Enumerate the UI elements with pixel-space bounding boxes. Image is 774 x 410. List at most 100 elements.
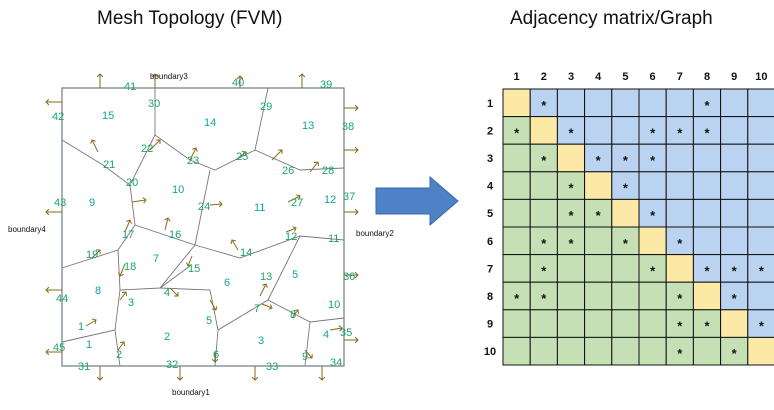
face-normal-arrow-icon [235,152,246,161]
matrix-column-header: 1 [514,71,520,83]
matrix-column-header: 8 [704,71,710,83]
face-label: 6 [213,349,219,361]
face-normal-arrow-icon [165,218,168,231]
transform-arrow-icon [375,175,459,227]
adjacency-marker: * [568,181,574,196]
matrix-cell [556,254,586,283]
adjacency-marker: * [541,98,547,113]
face-normal-arrow-icon [304,349,312,358]
face-normal-arrow-icon [120,263,126,276]
adjacency-marker: * [677,291,683,306]
matrix-row-header: 6 [487,236,493,248]
matrix-cell [529,171,558,200]
matrix-column-header: 6 [650,71,656,83]
adjacency-marker: * [732,346,738,361]
matrix-row-header: 8 [487,291,493,303]
adjacency-marker: * [677,125,683,140]
face-label: 8 [290,309,296,321]
cell-label: 3 [258,335,264,347]
cell-label: 12 [324,194,336,206]
face-normal-arrow-icon [287,196,300,203]
mesh-edge [61,249,121,343]
adjacency-marker: * [759,263,765,278]
face-label: 24 [198,201,210,213]
adjacency-marker: * [568,125,574,140]
face-label: 1 [78,321,84,333]
adjacency-marker: * [568,208,574,223]
matrix-cell [665,116,694,145]
face-normal-arrow-icon [149,140,160,151]
face-label: 2 [116,349,122,361]
matrix-row-header: 3 [487,153,493,165]
face-normal-arrow-icon [309,162,318,173]
mesh-edge [194,235,345,259]
face-normal-arrow-icon [209,299,216,310]
matrix-cell [692,226,722,256]
face-label: 25 [236,151,248,163]
face-normal-arrow-icon [189,148,196,161]
matrix-cell [692,281,722,311]
adjacency-marker: * [759,319,765,334]
face-normal-arrow-icon [285,228,296,233]
face-label: 44 [56,293,68,305]
matrix-cell [556,116,586,145]
matrix-cell [747,336,774,366]
face-label: 40 [232,77,244,89]
cell-label: 14 [204,117,216,129]
face-normal-arrow-icon [91,250,100,259]
adjacency-marker: * [514,291,520,306]
matrix-cell [720,171,749,200]
adjacency-marker: * [650,263,656,278]
boundary-top-label: boundary3 [150,72,188,81]
adjacency-marker: * [704,98,710,113]
mesh-edge [254,149,345,171]
adjacency-marker: * [623,153,629,168]
matrix-cell [529,281,558,311]
face-normal-arrows [46,74,358,380]
face-label: 42 [52,111,64,123]
matrix-cell [611,336,640,366]
face-normal-arrow-icon [117,342,124,351]
cell-label: 7 [153,253,159,265]
matrix-row-header: 10 [484,346,496,358]
adjacency-marker: * [650,153,656,168]
cell-label: 15 [102,110,114,122]
boundary-right-label: boundary2 [356,229,394,238]
matrix-cell [720,88,749,118]
matrix-cell [638,281,667,311]
matrix-cell [665,171,694,200]
cell-label: 1 [86,339,92,351]
adjacency-marker: * [623,236,629,251]
matrix-cell [747,281,774,311]
matrix-cell [502,254,531,283]
matrix-cell [720,309,749,338]
matrix-column-header: 7 [677,71,683,83]
adjacency-marker: * [732,291,738,306]
matrix-cell [556,143,586,173]
matrix-cell [529,198,558,228]
matrix-cell [720,143,749,173]
adjacency-marker: * [732,263,738,278]
face-label: 23 [187,155,199,167]
matrix-cell [502,309,531,338]
matrix-cell [665,254,694,283]
face-normal-arrow-icon [291,310,298,319]
matrix-cell [611,309,640,338]
adjacency-marker: * [541,153,547,168]
matrix-cell [584,226,613,256]
face-label: 45 [53,342,65,354]
face-label: 11 [328,233,339,245]
face-label: 13 [260,271,272,283]
matrix-row-header: 1 [487,98,493,110]
matrix-cell [665,143,694,173]
matrix-cell [720,198,749,228]
matrix-row-header: 7 [487,263,493,275]
matrix-cell [502,198,531,228]
matrix-row-header: 2 [487,125,493,137]
face-label: 9 [302,351,308,363]
adjacency-marker: * [650,208,656,223]
face-label: 18 [124,261,136,273]
adjacency-marker: * [596,208,602,223]
face-normal-arrow-icon [92,140,99,153]
